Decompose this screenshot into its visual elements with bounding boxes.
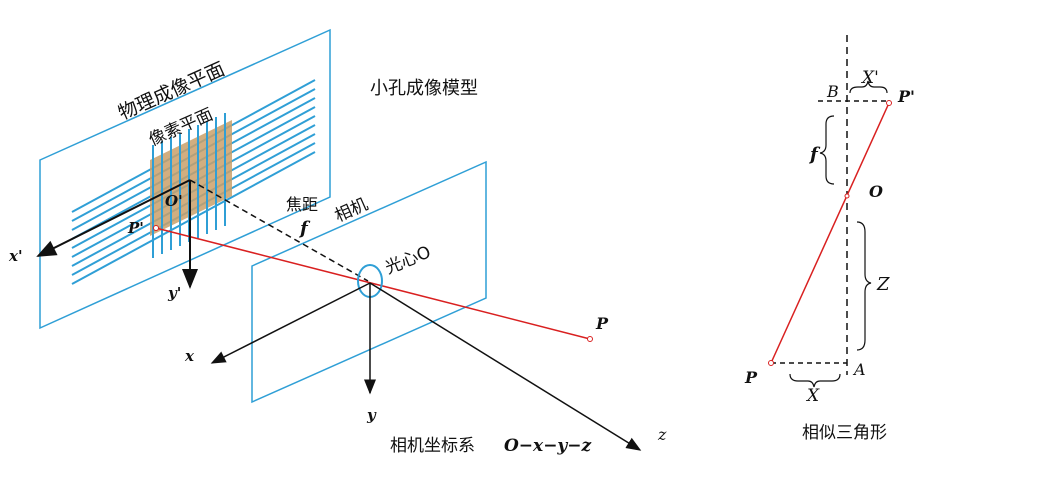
f-brace xyxy=(819,115,835,185)
x-brace xyxy=(789,373,841,388)
point-p-prime-marker xyxy=(153,225,159,231)
pinhole-title: 小孔成像模型 xyxy=(370,78,478,99)
z-dist-label: Z xyxy=(876,274,890,295)
point-a-label: A xyxy=(852,360,866,379)
point-p-marker xyxy=(587,336,593,342)
focal-length-label: 焦距 xyxy=(286,195,318,214)
similar-triangles-title: 相似三角形 xyxy=(802,423,887,443)
p-prime-label-left: P' xyxy=(127,219,144,237)
projection-ray xyxy=(155,227,591,340)
focal-symbol: f xyxy=(298,218,311,239)
x-prime-axis xyxy=(36,179,191,257)
x-prime-brace xyxy=(849,80,888,94)
y-label: y xyxy=(366,406,377,424)
coord-system-label: 相机坐标系 xyxy=(390,436,475,456)
x-axis xyxy=(210,282,371,364)
point-b-label: B xyxy=(826,82,839,101)
x-prime-label: x' xyxy=(8,247,23,265)
coord-system-formula: O−x−y−z xyxy=(504,436,592,456)
p-marker-right xyxy=(768,360,774,366)
focal-length-dashed-line xyxy=(189,179,369,282)
p-label-left: P xyxy=(595,314,609,333)
y-prime-label: y' xyxy=(167,284,181,302)
camera-plane xyxy=(251,160,487,404)
z-axis xyxy=(369,282,642,451)
z-label: z xyxy=(657,425,667,444)
o-prime-label: O' xyxy=(165,192,183,210)
x-dist-label: X xyxy=(805,386,820,406)
z-brace xyxy=(856,221,872,351)
f-dist-label: f xyxy=(808,144,821,165)
p-prime-label-right: P' xyxy=(897,87,915,106)
similar-triangle-ray xyxy=(770,102,890,364)
x-prime-dist-label: X' xyxy=(860,68,879,88)
point-o-label: O xyxy=(869,182,883,201)
point-p-label-right: P xyxy=(744,368,758,387)
p-prime-marker-right xyxy=(886,100,892,106)
o-marker-right xyxy=(844,193,850,199)
physical-image-plane xyxy=(39,28,331,330)
optical-center-label: 光心O xyxy=(382,242,433,278)
x-label: x xyxy=(184,347,195,365)
